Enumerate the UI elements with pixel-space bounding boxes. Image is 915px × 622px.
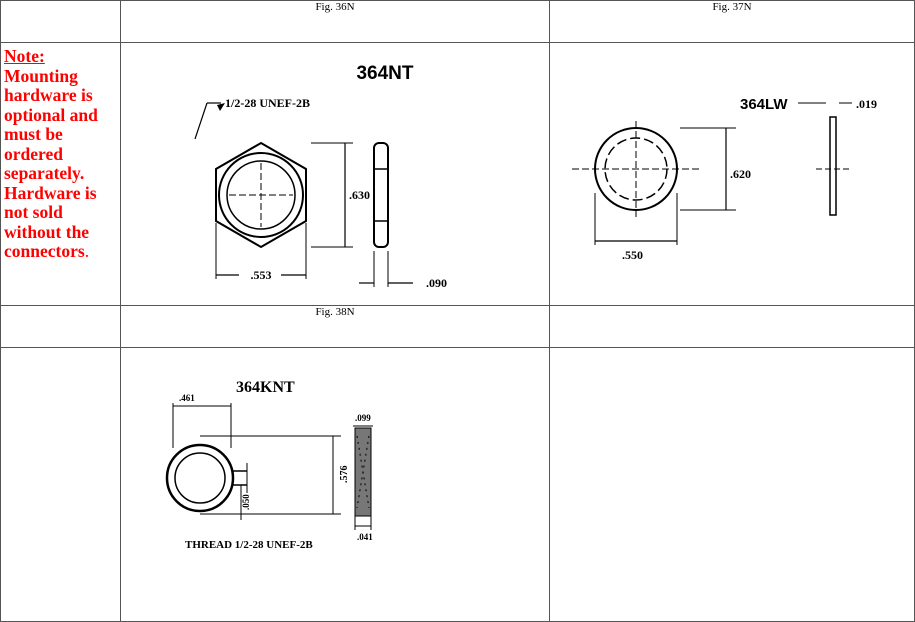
empty-cell <box>549 305 915 348</box>
fig-36n-cell: 364NT 1/2-28 UNEF-2B .630 .553 <box>120 42 550 306</box>
knurled-thickness-top-label: .099 <box>355 413 371 423</box>
knurled-offset-label: .050 <box>241 494 251 510</box>
fig-38n-cell: 364KNT .461 .576 .050 .099 <box>120 347 550 622</box>
fig-37n-caption: Fig. 37N <box>549 0 915 43</box>
nut-title: 364NT <box>356 63 413 84</box>
empty-cell <box>0 347 121 622</box>
nut-height-label: .630 <box>349 188 370 202</box>
hardware-note: Note: Mounting hardware is optional and … <box>1 43 120 262</box>
fig-37n-cell: 364LW .019 .620 .550 <box>549 42 915 306</box>
knurled-width-label: .461 <box>179 393 195 403</box>
knurled-thread-label: THREAD 1/2-28 UNEF-2B <box>185 539 313 551</box>
empty-cell <box>0 0 121 43</box>
note-cell: Note: Mounting hardware is optional and … <box>0 42 121 306</box>
empty-cell <box>549 347 915 622</box>
note-body: Mounting hardware is optional and must b… <box>4 65 98 261</box>
note-heading: Note: <box>4 46 45 66</box>
knurled-thickness-bottom-label: .041 <box>357 532 373 542</box>
washer-width-label: .550 <box>622 248 643 262</box>
lock-washer-drawing: 364LW .019 .620 .550 <box>572 96 877 262</box>
knurled-nut-drawing: 364KNT .461 .576 .050 .099 <box>165 379 373 551</box>
fig-38n-caption: Fig. 38N <box>120 305 550 348</box>
nut-thread-label: 1/2-28 UNEF-2B <box>225 96 310 110</box>
knurled-height-label: .576 <box>339 466 350 484</box>
washer-title: 364LW <box>740 96 788 113</box>
empty-cell <box>0 305 121 348</box>
washer-height-label: .620 <box>730 167 751 181</box>
hex-nut-drawing: 364NT 1/2-28 UNEF-2B .630 .553 <box>194 63 447 290</box>
knurled-title: 364KNT <box>236 379 295 396</box>
washer-thickness-label: .019 <box>856 97 877 111</box>
note-end: . <box>84 241 90 261</box>
nut-thickness-label: .090 <box>426 276 447 290</box>
nut-width-label: .553 <box>251 268 272 282</box>
fig-36n-caption: Fig. 36N <box>120 0 550 43</box>
